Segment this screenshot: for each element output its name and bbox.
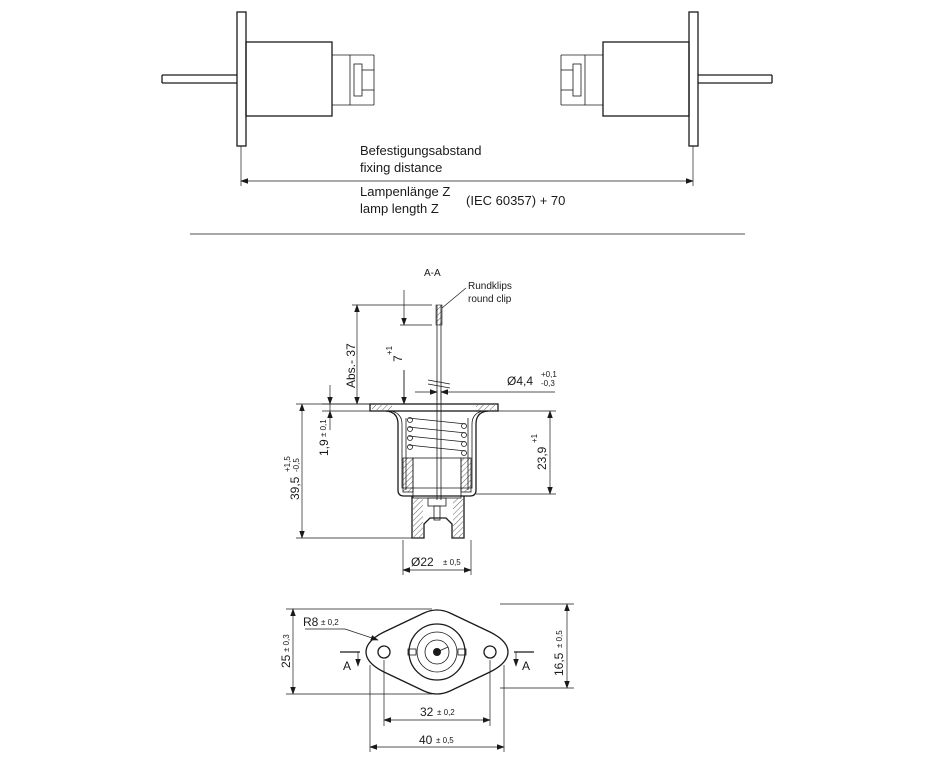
dim-39-5-dimension xyxy=(296,403,412,539)
dim-7-dimension xyxy=(400,290,432,405)
diam-4-4-tolerance-lower: -0,3 xyxy=(541,379,555,388)
dim-23-9-label: 23,9 xyxy=(535,446,549,470)
left-lampholder xyxy=(161,11,375,147)
section-marker-left-label: A xyxy=(343,659,351,673)
dim-39-5-tolerance-upper: +1,5 xyxy=(283,456,292,472)
lamp-length-formula: (IEC 60357) + 70 xyxy=(466,193,565,208)
dim-1-9-label: 1,9 xyxy=(317,439,331,456)
lampholder-section xyxy=(369,287,499,539)
r8-dimension xyxy=(305,628,379,641)
diam-4-4-label: Ø4,4 xyxy=(507,374,533,388)
dim-32-label: 32 xyxy=(420,705,434,719)
diam-22-tolerance: ± 0,5 xyxy=(443,558,461,567)
dim-25-tolerance: ± 0,3 xyxy=(282,634,291,652)
dim-40-label: 40 xyxy=(419,733,433,747)
dim-39-5-label: 39,5 xyxy=(288,476,302,500)
dim-40-dimension xyxy=(369,665,505,752)
section-title: A-A xyxy=(424,268,441,279)
dim-1-9-tolerance: ± 0,1 xyxy=(319,419,328,437)
diam-22-dimension xyxy=(402,540,472,575)
right-lampholder xyxy=(560,11,773,147)
dim-32-dimension xyxy=(383,660,491,726)
dim-40-tolerance: ± 0,5 xyxy=(436,736,454,745)
fixing-distance-label-de: Befestigungsabstand xyxy=(360,143,481,158)
abs-37-dimension xyxy=(352,304,432,405)
r8-label: R8 xyxy=(303,615,319,629)
dim-39-5-tolerance-lower: -0,5 xyxy=(292,458,301,472)
dim-7-label: 7 xyxy=(391,355,405,362)
diam-4-4-tolerance-upper: +0,1 xyxy=(541,370,557,379)
dim-25-dimension xyxy=(286,608,432,695)
dim-16-5-dimension xyxy=(500,603,574,689)
dim-16-5-label: 16,5 xyxy=(552,652,566,676)
fixing-distance-label-en: fixing distance xyxy=(360,160,442,175)
dim-1-9-dimension xyxy=(322,385,370,430)
dim-25-label: 25 xyxy=(279,654,293,668)
spring xyxy=(407,417,467,456)
fixing-distance-dimension xyxy=(240,146,694,186)
dim-23-9-dimension xyxy=(476,410,556,495)
section-marker-right xyxy=(513,651,534,667)
dim-7-tolerance: +1 xyxy=(385,345,394,355)
clip-label-en: round clip xyxy=(468,294,512,305)
dim-32-tolerance: ± 0,2 xyxy=(437,708,455,717)
section-marker-left xyxy=(340,651,361,667)
diam-4-4-dimension xyxy=(415,389,555,400)
plan-view-flange xyxy=(365,609,509,695)
diam-22-label: Ø22 xyxy=(411,555,434,569)
section-marker-right-label: A xyxy=(522,659,530,673)
lamp-length-label-en: lamp length Z xyxy=(360,201,439,216)
abs-37-label: Abs.- 37 xyxy=(344,343,358,388)
dim-16-5-tolerance: ± 0,5 xyxy=(555,630,564,648)
clip-label-de: Rundklips xyxy=(468,281,512,292)
dim-23-9-tolerance: +1 xyxy=(530,433,539,443)
r8-tolerance: ± 0,2 xyxy=(321,618,339,627)
lamp-length-label-de: Lampenlänge Z xyxy=(360,184,450,199)
